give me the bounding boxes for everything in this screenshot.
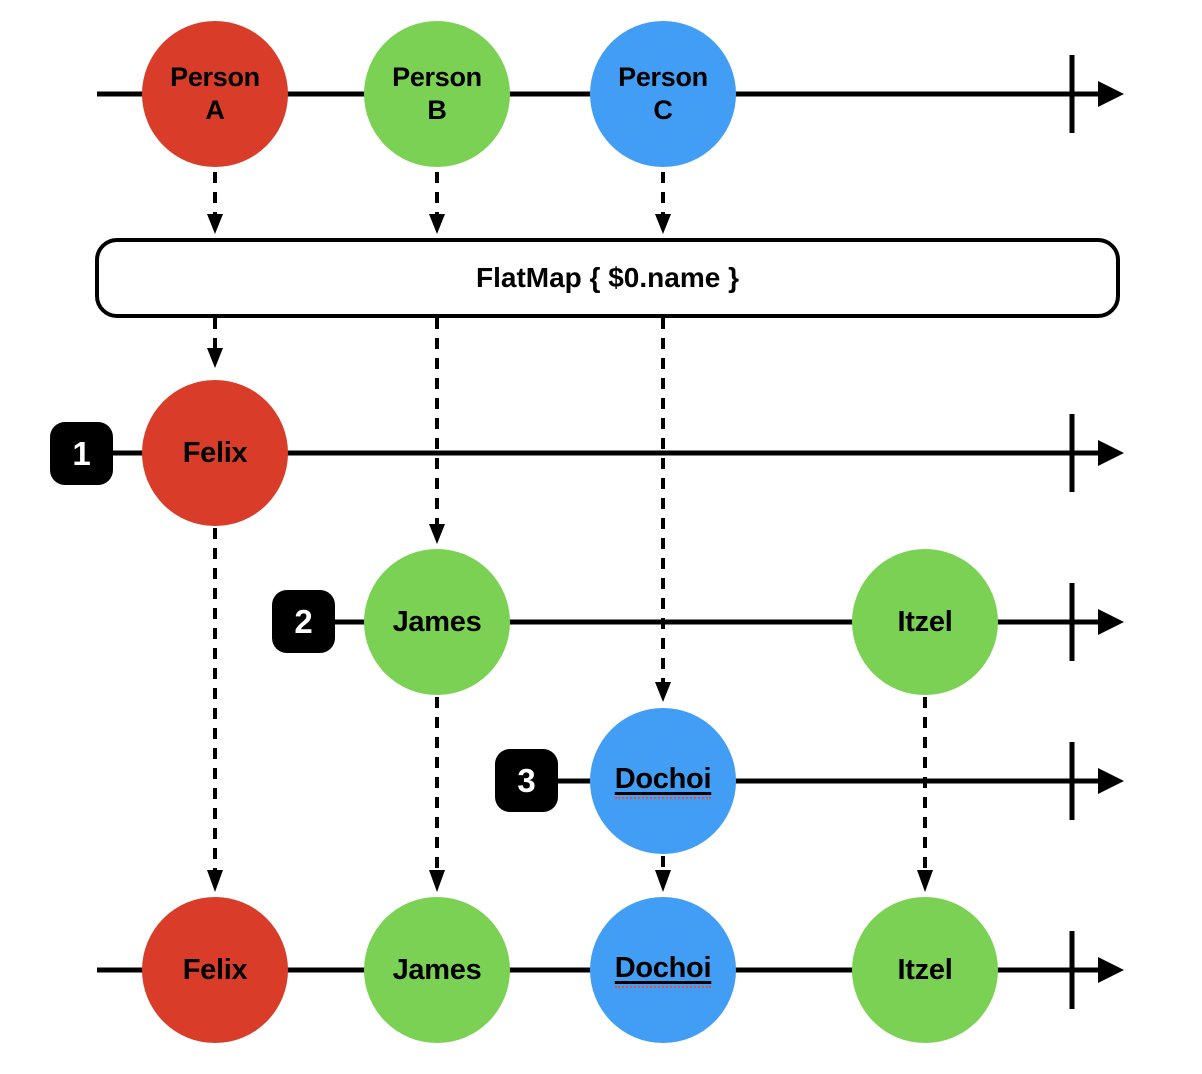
down-arrowhead-icon — [207, 348, 223, 368]
event-person-a: Person A — [142, 21, 288, 167]
event-label: Felix — [182, 436, 248, 469]
down-arrowhead-icon — [655, 214, 671, 234]
inner-stream-3-timeline — [558, 742, 1124, 820]
arrow-dochoi-to-output — [655, 856, 671, 892]
event-itzel-inner: Itzel — [852, 549, 998, 695]
down-arrowhead-icon — [207, 870, 223, 892]
badge-number: 3 — [517, 761, 536, 799]
inner-stream-1-arrowhead-icon — [1098, 440, 1124, 466]
event-dochoi-inner: Dochoi — [590, 708, 736, 854]
event-label-line1: Person — [392, 62, 482, 92]
down-arrowhead-icon — [207, 214, 223, 234]
down-arrowhead-icon — [429, 870, 445, 892]
down-arrowhead-icon — [429, 214, 445, 234]
event-label: Dochoi — [614, 952, 712, 988]
output-timeline-arrowhead-icon — [1098, 957, 1124, 983]
event-james-output: James — [364, 897, 510, 1043]
badge-number: 1 — [72, 434, 91, 472]
inner-stream-2-badge: 2 — [272, 590, 335, 653]
inner-stream-3-badge: 3 — [495, 749, 558, 812]
arrow-operator-to-james — [429, 318, 445, 544]
event-label-line1: Person — [170, 62, 260, 92]
event-label: Felix — [182, 953, 248, 986]
arrow-itzel-to-output — [917, 697, 933, 892]
event-person-c: Person C — [590, 21, 736, 167]
inner-stream-2-arrowhead-icon — [1098, 609, 1124, 635]
arrow-operator-to-dochoi — [655, 318, 671, 702]
inner-stream-2-timeline — [335, 583, 1124, 661]
arrow-operator-to-felix — [207, 318, 223, 368]
event-label: Dochoi — [614, 763, 712, 799]
event-label: James — [392, 605, 482, 638]
event-label: James — [392, 953, 482, 986]
down-arrowhead-icon — [917, 870, 933, 892]
inner-stream-3-arrowhead-icon — [1098, 768, 1124, 794]
event-itzel-output: Itzel — [852, 897, 998, 1043]
event-james-inner: James — [364, 549, 510, 695]
arrow-person-b-to-operator — [429, 172, 445, 234]
down-arrowhead-icon — [655, 682, 671, 702]
event-felix-inner: Felix — [142, 380, 288, 526]
event-label-line2: B — [427, 95, 447, 125]
event-label-line2: A — [205, 95, 225, 125]
arrow-felix-to-output — [207, 528, 223, 892]
event-felix-output: Felix — [142, 897, 288, 1043]
flatmap-operator-box: FlatMap { $0.name } — [95, 238, 1120, 318]
source-timeline-arrowhead-icon — [1098, 81, 1124, 107]
flatmap-operator-label: FlatMap { $0.name } — [476, 262, 739, 293]
badge-number: 2 — [294, 602, 313, 640]
down-arrowhead-icon — [655, 870, 671, 892]
event-label-line2: C — [653, 95, 673, 125]
event-label-line1: Person — [618, 62, 708, 92]
event-label: Itzel — [897, 605, 953, 638]
arrow-person-c-to-operator — [655, 172, 671, 234]
arrow-james-to-output — [429, 697, 445, 892]
arrow-person-a-to-operator — [207, 172, 223, 234]
event-dochoi-output: Dochoi — [590, 897, 736, 1043]
event-label: Itzel — [897, 953, 953, 986]
inner-stream-1-badge: 1 — [50, 422, 113, 485]
down-arrowhead-icon — [429, 524, 445, 544]
event-person-b: Person B — [364, 21, 510, 167]
